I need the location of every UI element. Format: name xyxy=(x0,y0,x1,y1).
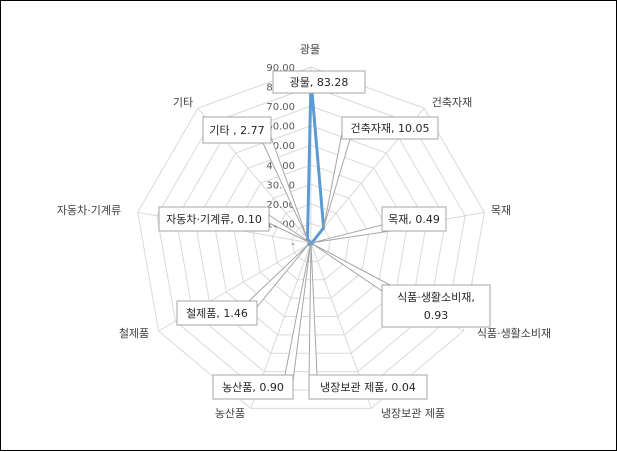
data-label: 자동차·기계류, 0.10 xyxy=(158,206,312,244)
data-label: 냉장보관 제품, 0.04 xyxy=(308,243,428,400)
tick-label: 70.00 xyxy=(266,102,295,113)
tick-label: 60.00 xyxy=(266,122,295,133)
category-label: 목재 xyxy=(491,204,511,217)
svg-text:농산품, 0.90: 농산품, 0.90 xyxy=(222,381,284,394)
data-label: 기타 , 2.77 xyxy=(202,116,308,240)
svg-text:기타 , 2.77: 기타 , 2.77 xyxy=(209,124,264,137)
data-label: 광물, 83.28 xyxy=(272,70,366,94)
series-line xyxy=(306,78,326,247)
category-label: 식품·생활소비재 xyxy=(477,326,551,340)
category-label: 광물 xyxy=(300,43,320,56)
svg-text:철제품, 1.46: 철제품, 1.46 xyxy=(186,307,248,320)
svg-text:광물, 83.28: 광물, 83.28 xyxy=(290,76,349,89)
category-label: 자동차·기계류 xyxy=(57,204,121,217)
svg-text:식품·생활소비재,: 식품·생활소비재, xyxy=(397,290,475,304)
tick-label: - xyxy=(291,239,295,250)
svg-text:0.93: 0.93 xyxy=(424,309,449,322)
svg-text:자동차·기계류, 0.10: 자동차·기계류, 0.10 xyxy=(166,213,262,226)
category-label: 냉장보관 제품 xyxy=(381,407,445,420)
category-label: 건축자재 xyxy=(432,96,472,109)
category-label: 농산품 xyxy=(215,407,245,420)
svg-text:건축자재, 10.05: 건축자재, 10.05 xyxy=(351,122,430,135)
data-label: 목재, 0.49 xyxy=(311,206,447,244)
tick-label: 30.00 xyxy=(266,180,295,191)
grid-ring xyxy=(137,66,485,409)
data-label: 건축자재, 10.05 xyxy=(323,116,439,229)
data-label: 식품·생활소비재, 0.93 xyxy=(312,243,491,328)
tick-label: 20.00 xyxy=(266,200,295,211)
svg-text:목재, 0.49: 목재, 0.49 xyxy=(388,213,440,226)
tick-label: 90.00 xyxy=(266,63,295,74)
category-label: 철제품 xyxy=(119,327,149,340)
tick-label: 50.00 xyxy=(266,141,295,152)
data-label: 농산품, 0.90 xyxy=(212,244,311,400)
data-label: 철제품, 1.46 xyxy=(176,244,309,326)
svg-text:냉장보관 제품, 0.04: 냉장보관 제품, 0.04 xyxy=(320,381,416,394)
category-label: 기타 xyxy=(173,96,193,109)
